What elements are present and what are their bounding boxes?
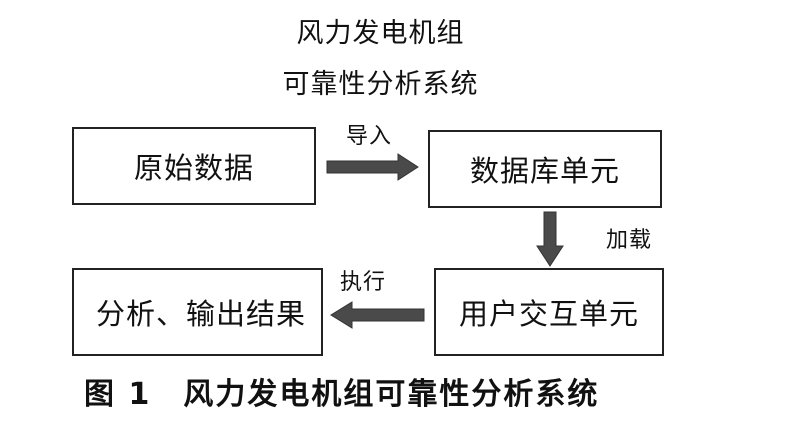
analysis-output-box: 分析、输出结果 xyxy=(72,268,323,356)
database-unit-box: 数据库单元 xyxy=(428,130,662,208)
execute-label: 执行 xyxy=(340,270,387,295)
import-arrow xyxy=(326,153,419,181)
figure-caption: 图 1 风力发电机组可靠性分析系统 xyxy=(84,375,599,415)
figure-caption-text: 风力发电机组可靠性分析系统 xyxy=(183,377,600,412)
load-arrow xyxy=(536,211,564,267)
diagram-title-line-1: 风力发电机组 xyxy=(296,18,465,49)
execute-arrow xyxy=(330,301,425,329)
user-interaction-unit-label: 用户交互单元 xyxy=(458,297,639,331)
raw-data-box: 原始数据 xyxy=(72,127,316,205)
user-interaction-unit-box: 用户交互单元 xyxy=(434,268,664,356)
figure-number: 图 1 xyxy=(84,377,152,412)
analysis-output-label: 分析、输出结果 xyxy=(96,297,307,331)
import-label: 导入 xyxy=(346,124,393,149)
diagram-title-line-2: 可靠性分析系统 xyxy=(282,69,479,100)
load-label: 加载 xyxy=(606,228,653,253)
raw-data-label: 原始数据 xyxy=(133,151,254,185)
database-unit-label: 数据库单元 xyxy=(469,154,620,188)
